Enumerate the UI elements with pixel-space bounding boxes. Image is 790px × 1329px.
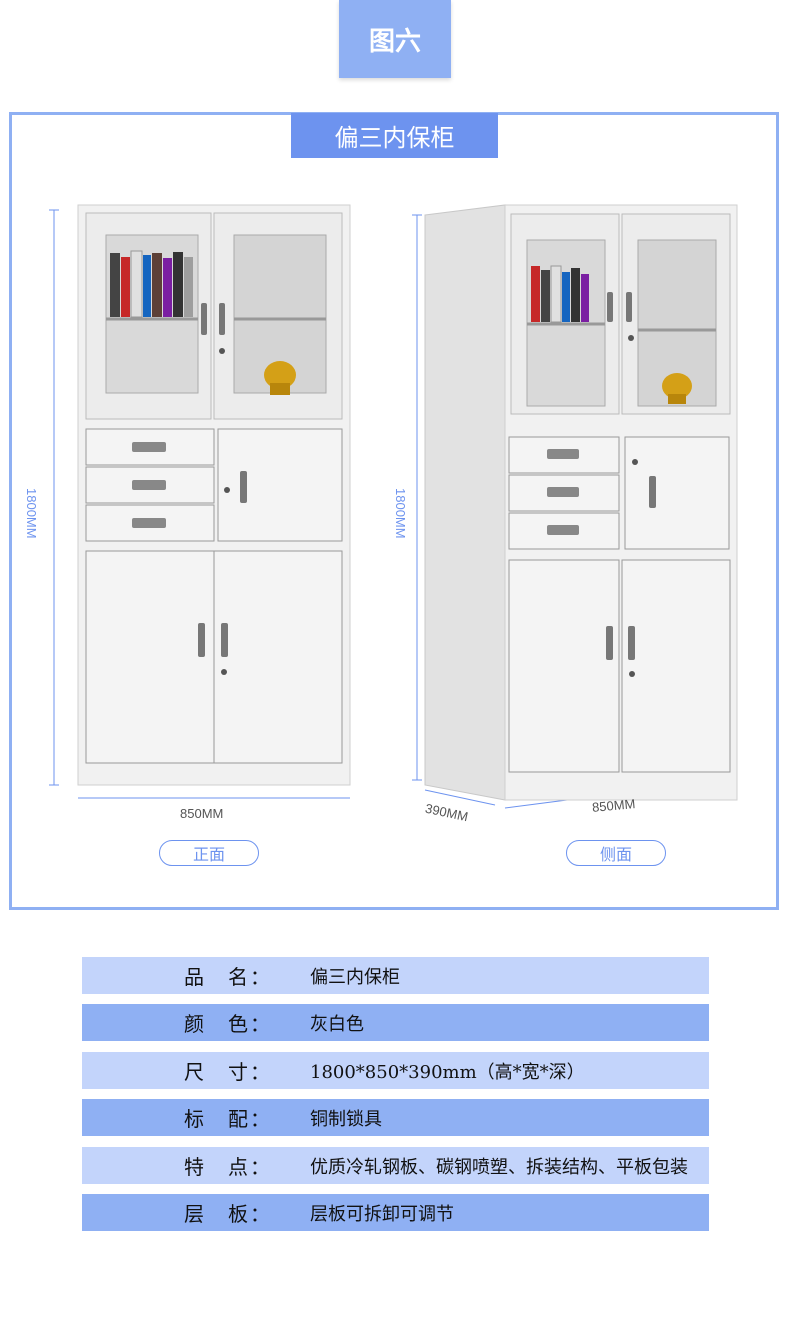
front-height-dimension: 1800MM (24, 488, 39, 539)
spec-row-size: 尺 寸： 1800*850*390mm（高*宽*深） (82, 1052, 709, 1089)
spec-value: 灰白色 (310, 1013, 364, 1035)
side-view-label: 侧面 (566, 840, 666, 866)
side-height-dimension: 1800MM (393, 488, 408, 539)
spec-label: 尺 寸： (184, 1060, 272, 1084)
spec-value: 1800*850*390mm（高*宽*深） (310, 1061, 585, 1083)
spec-value: 偏三内保柜 (310, 966, 400, 988)
spec-row-color: 颜 色： 灰白色 (82, 1004, 709, 1041)
spec-row-features: 特 点： 优质冷轧钢板、碳钢喷塑、拆装结构、平板包装 (82, 1147, 709, 1184)
spec-value: 铜制锁具 (310, 1108, 382, 1130)
front-view-cabinet-illustration (49, 204, 351, 799)
spec-label: 标 配： (184, 1107, 272, 1131)
side-view-cabinet-illustration (412, 204, 738, 809)
front-view-label: 正面 (159, 840, 259, 866)
spec-label: 颜 色： (184, 1012, 272, 1036)
spec-row-standard: 标 配： 铜制锁具 (82, 1099, 709, 1136)
spec-label: 品 名： (184, 965, 272, 989)
header-tab: 图六 (339, 0, 451, 78)
spec-value: 层板可拆卸可调节 (310, 1203, 454, 1225)
spec-label: 特 点： (184, 1155, 272, 1179)
front-width-dimension: 850MM (180, 806, 224, 821)
product-title-banner: 偏三内保柜 (291, 113, 498, 158)
spec-label: 层 板： (184, 1202, 272, 1226)
spec-row-name: 品 名： 偏三内保柜 (82, 957, 709, 994)
spec-value: 优质冷轧钢板、碳钢喷塑、拆装结构、平板包装 (310, 1156, 688, 1178)
spec-row-shelf: 层 板： 层板可拆卸可调节 (82, 1194, 709, 1231)
